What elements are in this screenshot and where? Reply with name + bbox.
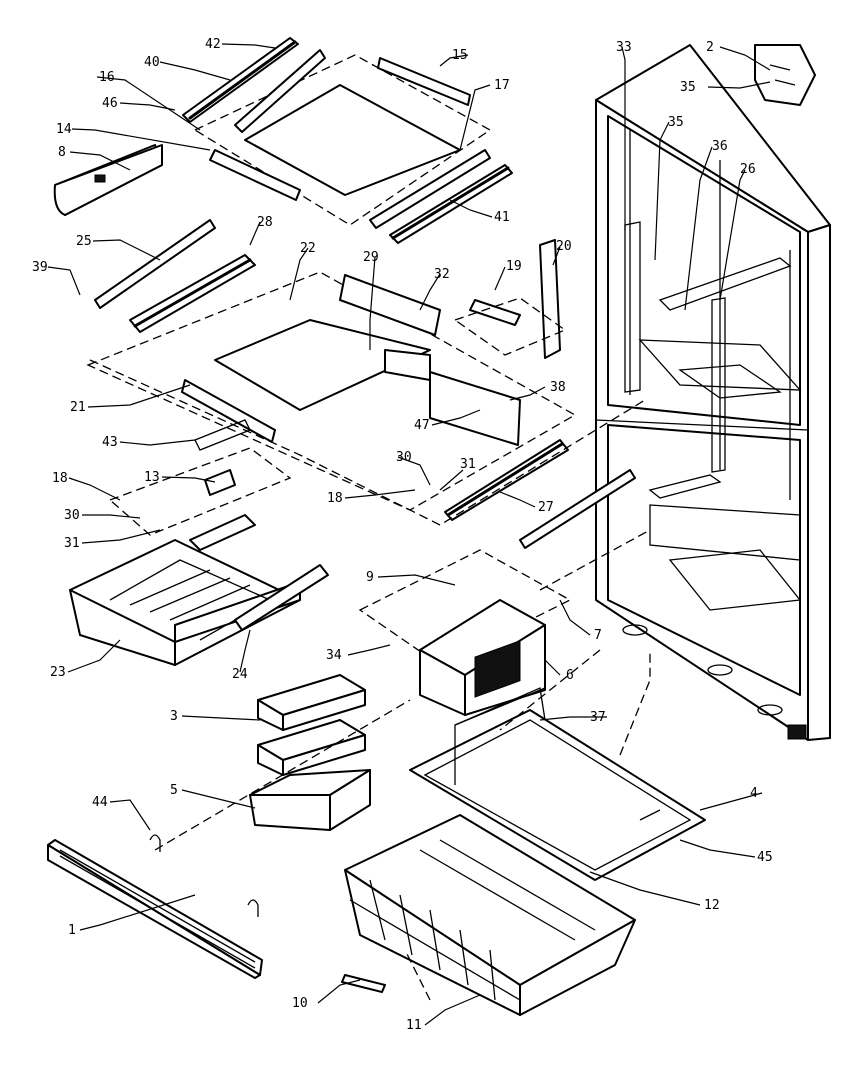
callout-17: 17 <box>494 78 510 93</box>
callout-4: 4 <box>750 786 758 801</box>
callout-labels: 1 2 3 4 5 6 7 8 9 10 11 12 13 14 15 16 1… <box>32 37 773 1033</box>
crisper-drawer-assembly <box>69 447 329 666</box>
callout-41: 41 <box>494 210 510 225</box>
callout-2: 2 <box>706 40 714 55</box>
upper-shelf-assembly <box>182 37 513 244</box>
callout-27: 27 <box>538 500 554 515</box>
callout-42: 42 <box>205 37 221 52</box>
callout-18b: 18 <box>327 491 343 506</box>
callout-29: 29 <box>363 250 379 265</box>
callout-43: 43 <box>102 435 118 450</box>
callout-31b: 31 <box>460 457 476 472</box>
callout-34: 34 <box>326 648 342 663</box>
callout-33: 33 <box>616 40 632 55</box>
callout-28: 28 <box>257 215 273 230</box>
callout-22: 22 <box>300 241 316 256</box>
refrigerator-cabinet <box>595 44 831 741</box>
wire-basket-11 <box>344 814 636 1016</box>
callout-7: 7 <box>594 628 602 643</box>
callout-11: 11 <box>406 1018 422 1033</box>
callout-45: 45 <box>757 850 773 865</box>
callout-30a: 30 <box>64 508 80 523</box>
callout-3: 3 <box>170 709 178 724</box>
callout-8: 8 <box>58 145 66 160</box>
callout-10: 10 <box>292 996 308 1011</box>
callout-37: 37 <box>590 710 606 725</box>
callout-40: 40 <box>144 55 160 70</box>
callout-6: 6 <box>566 668 574 683</box>
callout-21: 21 <box>70 400 86 415</box>
callout-36: 36 <box>712 139 728 154</box>
callout-35b: 35 <box>668 115 684 130</box>
callout-25: 25 <box>76 234 92 249</box>
callout-30b: 30 <box>396 450 412 465</box>
callout-5: 5 <box>170 783 178 798</box>
alignment-lines <box>89 359 651 1001</box>
callout-16: 16 <box>99 70 115 85</box>
callout-47: 47 <box>414 418 430 433</box>
freezer-shelf-assembly <box>409 687 706 881</box>
callout-15: 15 <box>452 48 468 63</box>
callout-35a: 35 <box>680 80 696 95</box>
callout-24: 24 <box>232 667 248 682</box>
callout-23: 23 <box>50 665 66 680</box>
callout-32: 32 <box>434 267 450 282</box>
middle-shelf-assembly <box>86 219 636 549</box>
callout-18a: 18 <box>52 471 68 486</box>
ice-maker-6 <box>358 549 572 716</box>
ice-trays-and-bin <box>249 674 371 831</box>
callout-44: 44 <box>92 795 108 810</box>
callout-38: 38 <box>550 380 566 395</box>
callout-19: 19 <box>506 259 522 274</box>
callout-31a: 31 <box>64 536 80 551</box>
callout-12: 12 <box>704 898 720 913</box>
callout-9: 9 <box>366 570 374 585</box>
callout-13: 13 <box>144 470 160 485</box>
callout-46: 46 <box>102 96 118 111</box>
callout-39: 39 <box>32 260 48 275</box>
callout-1: 1 <box>68 923 76 938</box>
leader-lines <box>47 43 771 1026</box>
callout-14: 14 <box>56 122 72 137</box>
callout-26: 26 <box>740 162 756 177</box>
callout-20: 20 <box>556 239 572 254</box>
crisper-cover-8 <box>53 144 163 216</box>
kickplate-grille-1 <box>47 834 386 993</box>
